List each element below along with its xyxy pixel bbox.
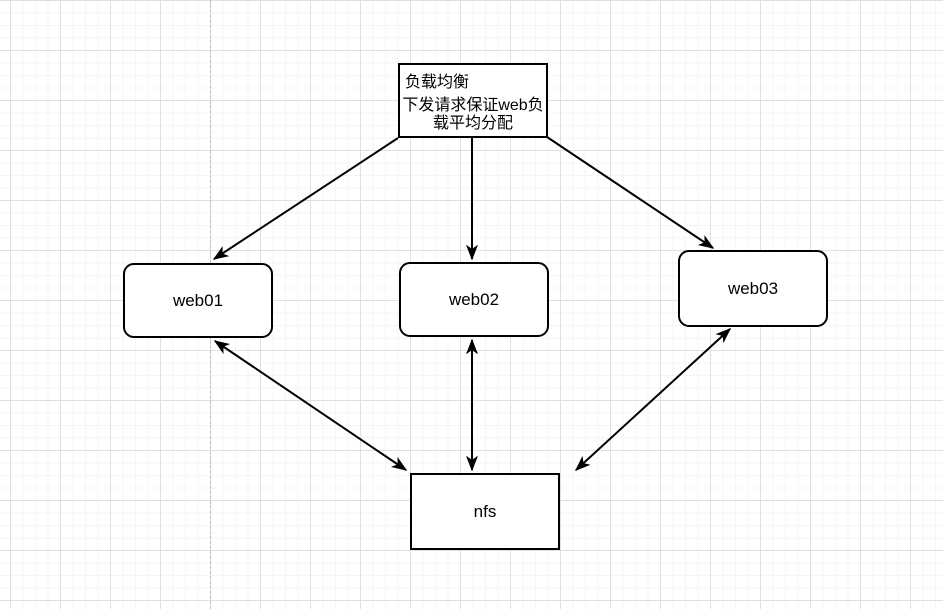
node-web01[interactable]: web01 (123, 263, 273, 338)
node-load-balancer[interactable]: 负载均衡 下发请求保证web负载平均分配 (398, 63, 548, 138)
node-web01-label: web01 (172, 290, 224, 310)
node-web02-label: web02 (448, 289, 500, 309)
arrow-web01-nfs-bidirectional[interactable] (215, 340, 406, 471)
node-web03[interactable]: web03 (678, 250, 828, 327)
load-balancer-description: 下发请求保证web负载平均分配 (402, 97, 544, 132)
node-web03-label: web03 (727, 278, 779, 298)
node-web02[interactable]: web02 (399, 262, 549, 337)
arrow-web03-nfs-bidirectional[interactable] (576, 329, 730, 470)
node-nfs[interactable]: nfs (410, 473, 560, 550)
arrow-lb-to-web03[interactable] (546, 136, 713, 249)
load-balancer-title: 负载均衡 (405, 74, 470, 91)
arrow-lb-to-web01[interactable] (214, 137, 399, 260)
node-nfs-label: nfs (473, 501, 497, 521)
